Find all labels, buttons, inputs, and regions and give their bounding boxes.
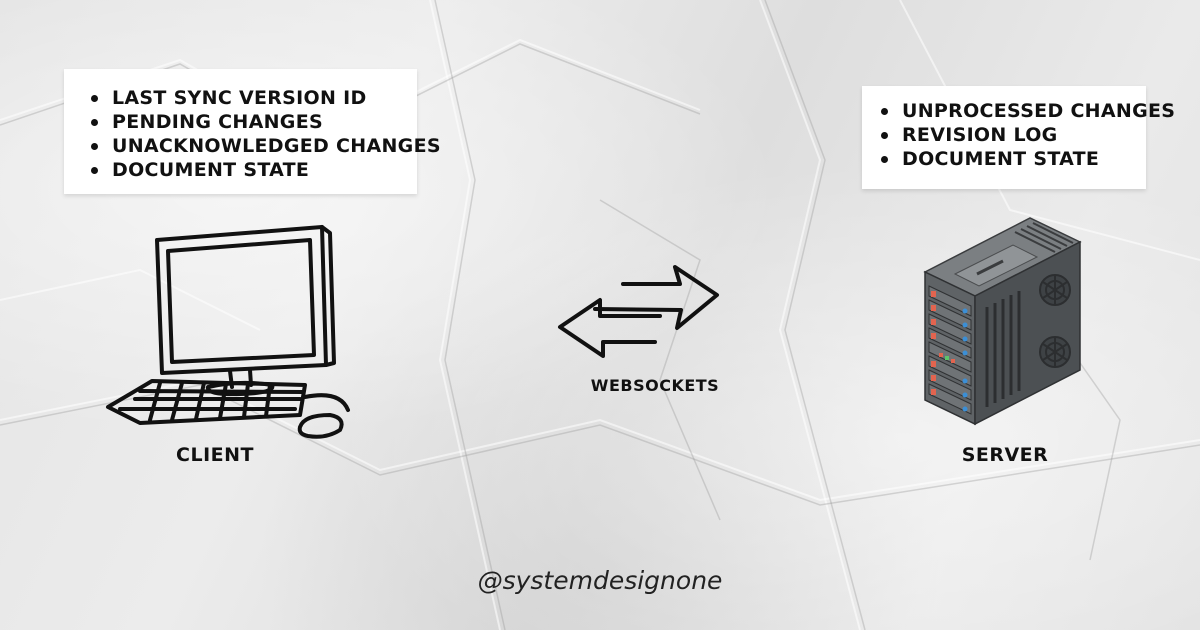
server-state-item: REVISION LOG <box>876 123 1175 147</box>
server-state-item: DOCUMENT STATE <box>876 147 1175 171</box>
server-state-list: UNPROCESSED CHANGES REVISION LOG DOCUMEN… <box>876 99 1175 171</box>
client-state-item: PENDING CHANGES <box>86 110 441 134</box>
computer-icon <box>106 225 350 439</box>
bidirectional-arrows-icon <box>558 265 719 358</box>
server-state-item: UNPROCESSED CHANGES <box>876 99 1175 123</box>
websockets-label: WEBSOCKETS <box>590 376 720 395</box>
client-state-card: LAST SYNC VERSION ID PENDING CHANGES UNA… <box>64 69 441 194</box>
client-label: CLIENT <box>176 444 254 466</box>
client-state-item: LAST SYNC VERSION ID <box>86 86 441 110</box>
client-state-item: DOCUMENT STATE <box>86 158 441 182</box>
client-state-list: LAST SYNC VERSION ID PENDING CHANGES UNA… <box>86 86 441 182</box>
server-state-card: UNPROCESSED CHANGES REVISION LOG DOCUMEN… <box>862 86 1175 189</box>
watermark-handle: @systemdesignone <box>477 566 723 595</box>
client-state-item: UNACKNOWLEDGED CHANGES <box>86 134 441 158</box>
server-label: SERVER <box>961 444 1049 466</box>
server-tower-icon <box>923 217 1082 426</box>
